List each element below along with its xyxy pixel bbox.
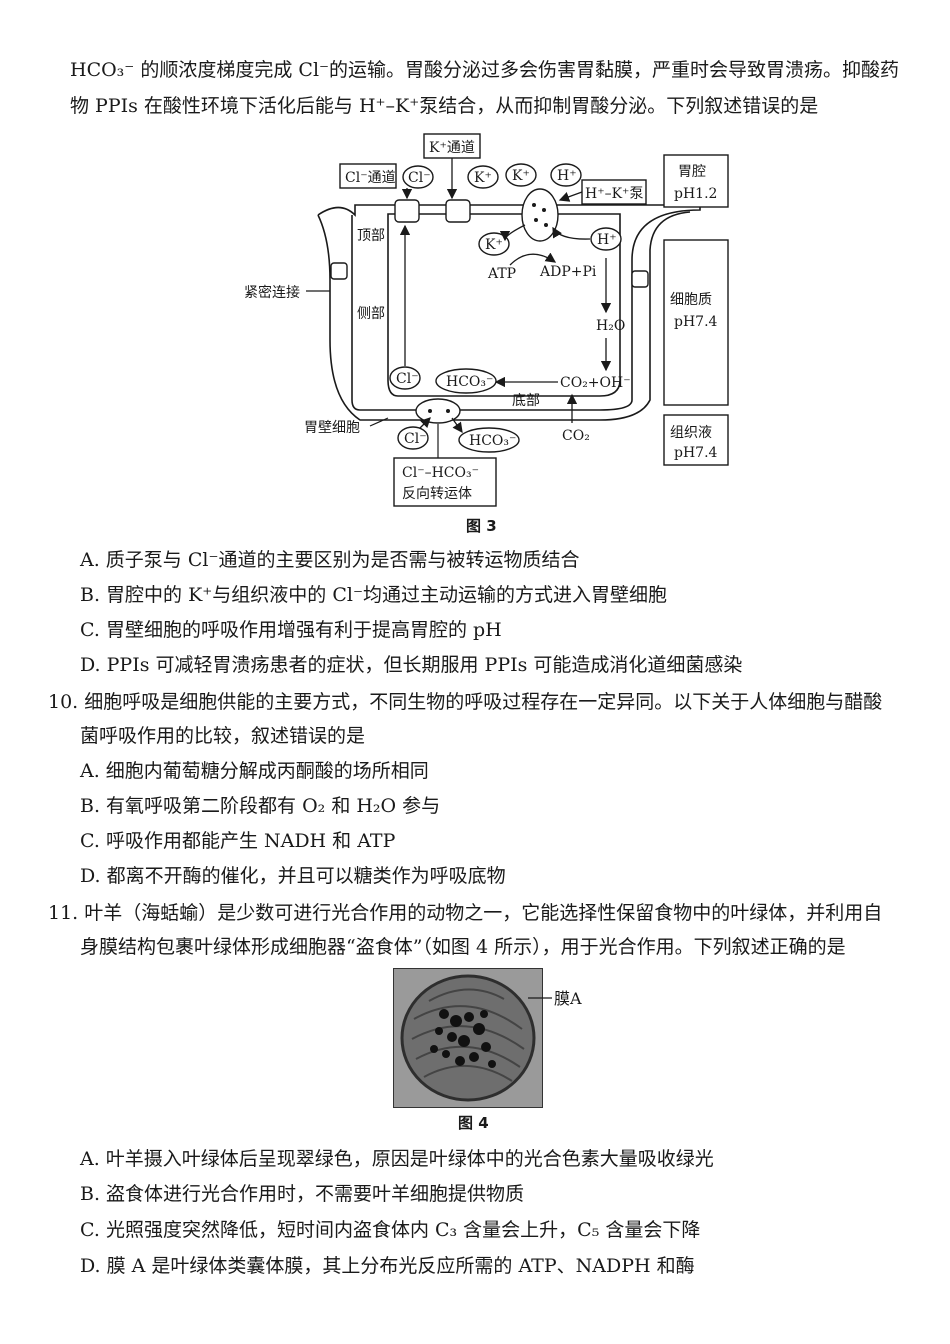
tight-junction-left — [330, 262, 348, 280]
cl-channel-box — [339, 163, 397, 189]
q9-option-c: C. 胃壁细胞的呼吸作用增强有利于提高胃腔的 pH — [80, 619, 502, 641]
lateral-label: 侧部 — [357, 306, 385, 322]
parietal-cell-label: 胃壁细胞 — [304, 420, 360, 436]
cytoplasm-ph: pH7.4 — [674, 314, 718, 330]
tissue-fluid-ph: pH7.4 — [674, 445, 718, 461]
adp-label: ADP+Pi — [539, 264, 597, 280]
cytoplasm-label: 细胞质 — [670, 292, 712, 308]
apical-label: 顶部 — [357, 228, 385, 244]
h-ion-cell-label: H⁺ — [597, 232, 617, 248]
tissue-fluid-label: 组织液 — [670, 425, 712, 441]
membrane-a-label: 膜A — [554, 989, 582, 1008]
h-ion-cell — [590, 227, 622, 251]
cl-channel-label: Cl⁻通道 — [345, 170, 396, 186]
lumen-box — [663, 154, 729, 208]
cl-channel-protein — [394, 199, 420, 223]
q11-stem-line2: 身膜结构包裹叶绿体形成细胞器“盗食体”（如图 4 所示），用于光合作用。下列叙述… — [80, 936, 846, 958]
hco3-tissue-label: HCO₃⁻ — [469, 433, 516, 449]
q9-stem-line1: HCO₃⁻ 的顺浓度梯度完成 Cl⁻的运输。胃酸分泌过多会伤害胃黏膜，严重时会导… — [70, 59, 900, 81]
neighbor-cell-boundary — [317, 211, 691, 421]
q10-option-d: D. 都离不开酶的催化，并且可以糖类作为呼吸底物 — [80, 865, 506, 887]
antiporter-label-box — [393, 457, 497, 507]
k-channel-label: K⁺通道 — [429, 140, 475, 156]
hco3-cell — [435, 368, 497, 394]
cell-membrane-inner — [387, 213, 621, 397]
co2-oh-label: CO₂+OH⁻ — [560, 375, 631, 391]
h2o-label: H₂O — [596, 318, 625, 334]
q11-option-d: D. 膜 A 是叶绿体类囊体膜，其上分布光反应所需的 ATP、NADPH 和酶 — [80, 1255, 695, 1277]
antiporter-protein — [415, 398, 461, 424]
cytoplasm-box — [663, 239, 729, 406]
q11-stem-line1: 11. 叶羊（海蛞蝓）是少数可进行光合作用的动物之一，它能选择性保留食物中的叶绿… — [48, 902, 883, 924]
k-ion-lumen-2 — [505, 163, 537, 187]
cl-ion-cell — [389, 366, 421, 390]
proton-pump — [521, 188, 559, 242]
q9-option-a: A. 质子泵与 Cl⁻通道的主要区别为是否需与被转运物质结合 — [80, 549, 580, 571]
q9-stem-line2: 物 PPIs 在酸性环境下活化后能与 H⁺–K⁺泵结合，从而抑制胃酸分泌。下列叙… — [70, 95, 819, 117]
basal-label: 底部 — [512, 393, 540, 409]
h-ion-lumen — [550, 163, 582, 187]
hco3-cell-label: HCO₃⁻ — [446, 374, 493, 390]
q11-option-b: B. 盗食体进行光合作用时，不需要叶羊细胞提供物质 — [80, 1183, 525, 1205]
q9-option-b: B. 胃腔中的 K⁺与组织液中的 Cl⁻均通过主动运输的方式进入胃壁细胞 — [80, 584, 667, 606]
cl-ion-lumen-label: Cl⁻ — [408, 170, 431, 186]
antiporter-label-2: 反向转运体 — [402, 486, 472, 502]
cl-ion-tissue-label: Cl⁻ — [404, 431, 427, 447]
antiporter-label-1: Cl⁻–HCO₃⁻ — [402, 465, 479, 481]
q10-option-c: C. 呼吸作用都能产生 NADH 和 ATP — [80, 830, 396, 852]
q9-option-d: D. PPIs 可减轻胃溃疡患者的症状，但长期服用 PPIs 可能造成消化道细菌… — [80, 654, 743, 676]
k-ion-lumen-2-label: K⁺ — [512, 168, 530, 184]
figure-3-caption: 图 3 — [466, 517, 497, 535]
pump-label-box — [581, 179, 647, 205]
k-channel-box — [423, 133, 481, 159]
co2-label: CO₂ — [562, 428, 590, 444]
q10-stem-line2: 菌呼吸作用的比较，叙述错误的是 — [80, 725, 366, 747]
tissue-fluid-box — [663, 414, 729, 466]
pump-label: H⁺–K⁺泵 — [585, 186, 643, 202]
h-ion-lumen-label: H⁺ — [557, 168, 577, 184]
q10-stem-line1: 10. 细胞呼吸是细胞供能的主要方式，不同生物的呼吸过程存在一定异同。以下关于人… — [48, 691, 883, 713]
hco3-tissue — [458, 427, 520, 453]
tight-junction-label: 紧密连接 — [244, 284, 300, 301]
cell-membrane-outer — [317, 204, 701, 411]
figure-4-caption: 图 4 — [458, 1114, 489, 1132]
k-channel-protein — [445, 199, 471, 223]
q10-option-a: A. 细胞内葡萄糖分解成丙酮酸的场所相同 — [80, 760, 429, 782]
atp-label: ATP — [487, 266, 516, 282]
q10-option-b: B. 有氧呼吸第二阶段都有 O₂ 和 H₂O 参与 — [80, 795, 441, 817]
cl-ion-lumen — [402, 165, 434, 189]
lumen-ph: pH1.2 — [674, 186, 717, 202]
q11-option-c: C. 光照强度突然降低，短时间内盗食体内 C₃ 含量会上升，C₅ 含量会下降 — [80, 1219, 701, 1241]
cl-ion-tissue — [397, 426, 429, 450]
figure-4-micrograph — [393, 968, 543, 1108]
k-ion-cell-label: K⁺ — [485, 237, 503, 253]
k-ion-lumen-1-label: K⁺ — [474, 170, 492, 186]
cl-ion-cell-label: Cl⁻ — [396, 371, 419, 387]
tight-junction-right — [631, 270, 649, 288]
lumen-label: 胃腔 — [678, 164, 706, 180]
k-ion-lumen-1 — [467, 165, 499, 189]
q11-option-a: A. 叶羊摄入叶绿体后呈现翠绿色，原因是叶绿体中的光合色素大量吸收绿光 — [80, 1148, 714, 1170]
